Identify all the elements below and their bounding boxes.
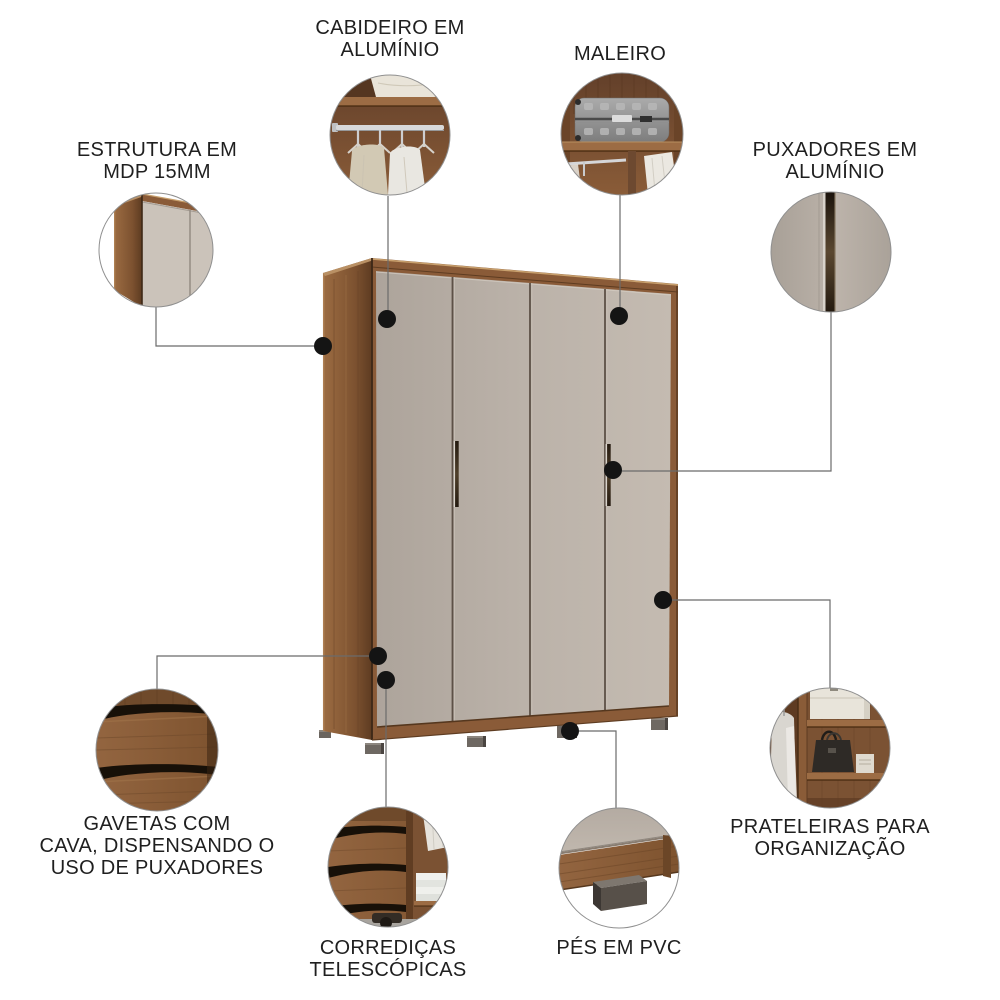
label-line: MDP 15MM — [103, 161, 211, 183]
dot-cabideiro — [378, 310, 396, 328]
dot-corredicas — [377, 671, 395, 689]
label-line: PÉS EM PVC — [556, 937, 682, 959]
label-puxadores: PUXADORES EM ALUMÍNIO — [710, 139, 960, 183]
estrutura-photo-circle — [99, 193, 213, 307]
connector-prateleiras — [672, 599, 831, 688]
pes-circle-border — [558, 807, 680, 929]
suitcase — [574, 97, 670, 143]
corredicas-photo-circle — [328, 807, 448, 927]
gavetas-circle-border — [95, 688, 219, 812]
label-estrutura: ESTRUTURA EM MDP 15MM — [32, 139, 282, 183]
doors — [375, 271, 672, 728]
connector-puxadores — [622, 312, 832, 472]
dot-estrutura — [314, 337, 332, 355]
door-handle-left — [453, 441, 459, 507]
label-line: ORGANIZAÇÃO — [754, 838, 906, 860]
side-panel — [322, 258, 374, 740]
connector-estrutura — [155, 307, 314, 347]
dot-prateleiras — [654, 591, 672, 609]
corredicas-circle-border — [327, 806, 449, 928]
maleiro-photo-circle — [561, 73, 683, 195]
label-pes: PÉS EM PVC — [494, 937, 744, 959]
puxadores-photo-circle — [771, 192, 891, 312]
label-line: MALEIRO — [573, 43, 667, 65]
label-line: GAVETAS COM — [83, 813, 231, 835]
label-line: ALUMÍNIO — [785, 161, 885, 183]
cabideiro-circle-border — [329, 74, 451, 196]
label-line: CAVA, DISPENSANDO O — [39, 835, 275, 857]
connector-gavetas — [156, 655, 369, 689]
label-gavetas: GAVETAS COM CAVA, DISPENSANDO O USO DE P… — [17, 813, 297, 879]
connector-pes — [579, 730, 617, 808]
marker-dots — [314, 307, 672, 740]
dot-puxadores — [604, 461, 622, 479]
prateleiras-photo-circle — [770, 688, 890, 808]
puxadores-circle-border — [770, 191, 892, 313]
label-line: CABIDEIRO EM — [315, 17, 465, 39]
dot-maleiro — [610, 307, 628, 325]
label-cabideiro: CABIDEIRO EM ALUMÍNIO — [265, 17, 515, 61]
estrutura-circle-border — [98, 192, 214, 308]
cabideiro-photo-circle — [330, 75, 450, 195]
wardrobe-illustration — [319, 258, 679, 754]
dot-pes — [561, 722, 579, 740]
handbag — [812, 730, 854, 772]
pes-photo-circle — [559, 808, 679, 928]
connector-lines — [155, 195, 832, 808]
label-maleiro: MALEIRO — [495, 43, 745, 65]
label-line: TELESCÓPICAS — [309, 959, 467, 981]
label-line: CORREDIÇAS — [319, 937, 457, 959]
label-corredicas: CORREDIÇAS TELESCÓPICAS — [263, 937, 513, 981]
label-line: PRATELEIRAS PARA — [730, 816, 930, 838]
pvc-foot-closeup — [593, 875, 647, 911]
label-line: PUXADORES EM — [752, 139, 918, 161]
label-line: ALUMÍNIO — [340, 39, 440, 61]
label-line: ESTRUTURA EM — [76, 139, 238, 161]
dot-gavetas — [369, 647, 387, 665]
prateleiras-circle-border — [769, 687, 891, 809]
label-prateleiras: PRATELEIRAS PARA ORGANIZAÇÃO — [700, 816, 960, 860]
label-line: USO DE PUXADORES — [50, 857, 264, 879]
gavetas-photo-circle — [96, 689, 218, 811]
maleiro-circle-border — [560, 72, 684, 196]
